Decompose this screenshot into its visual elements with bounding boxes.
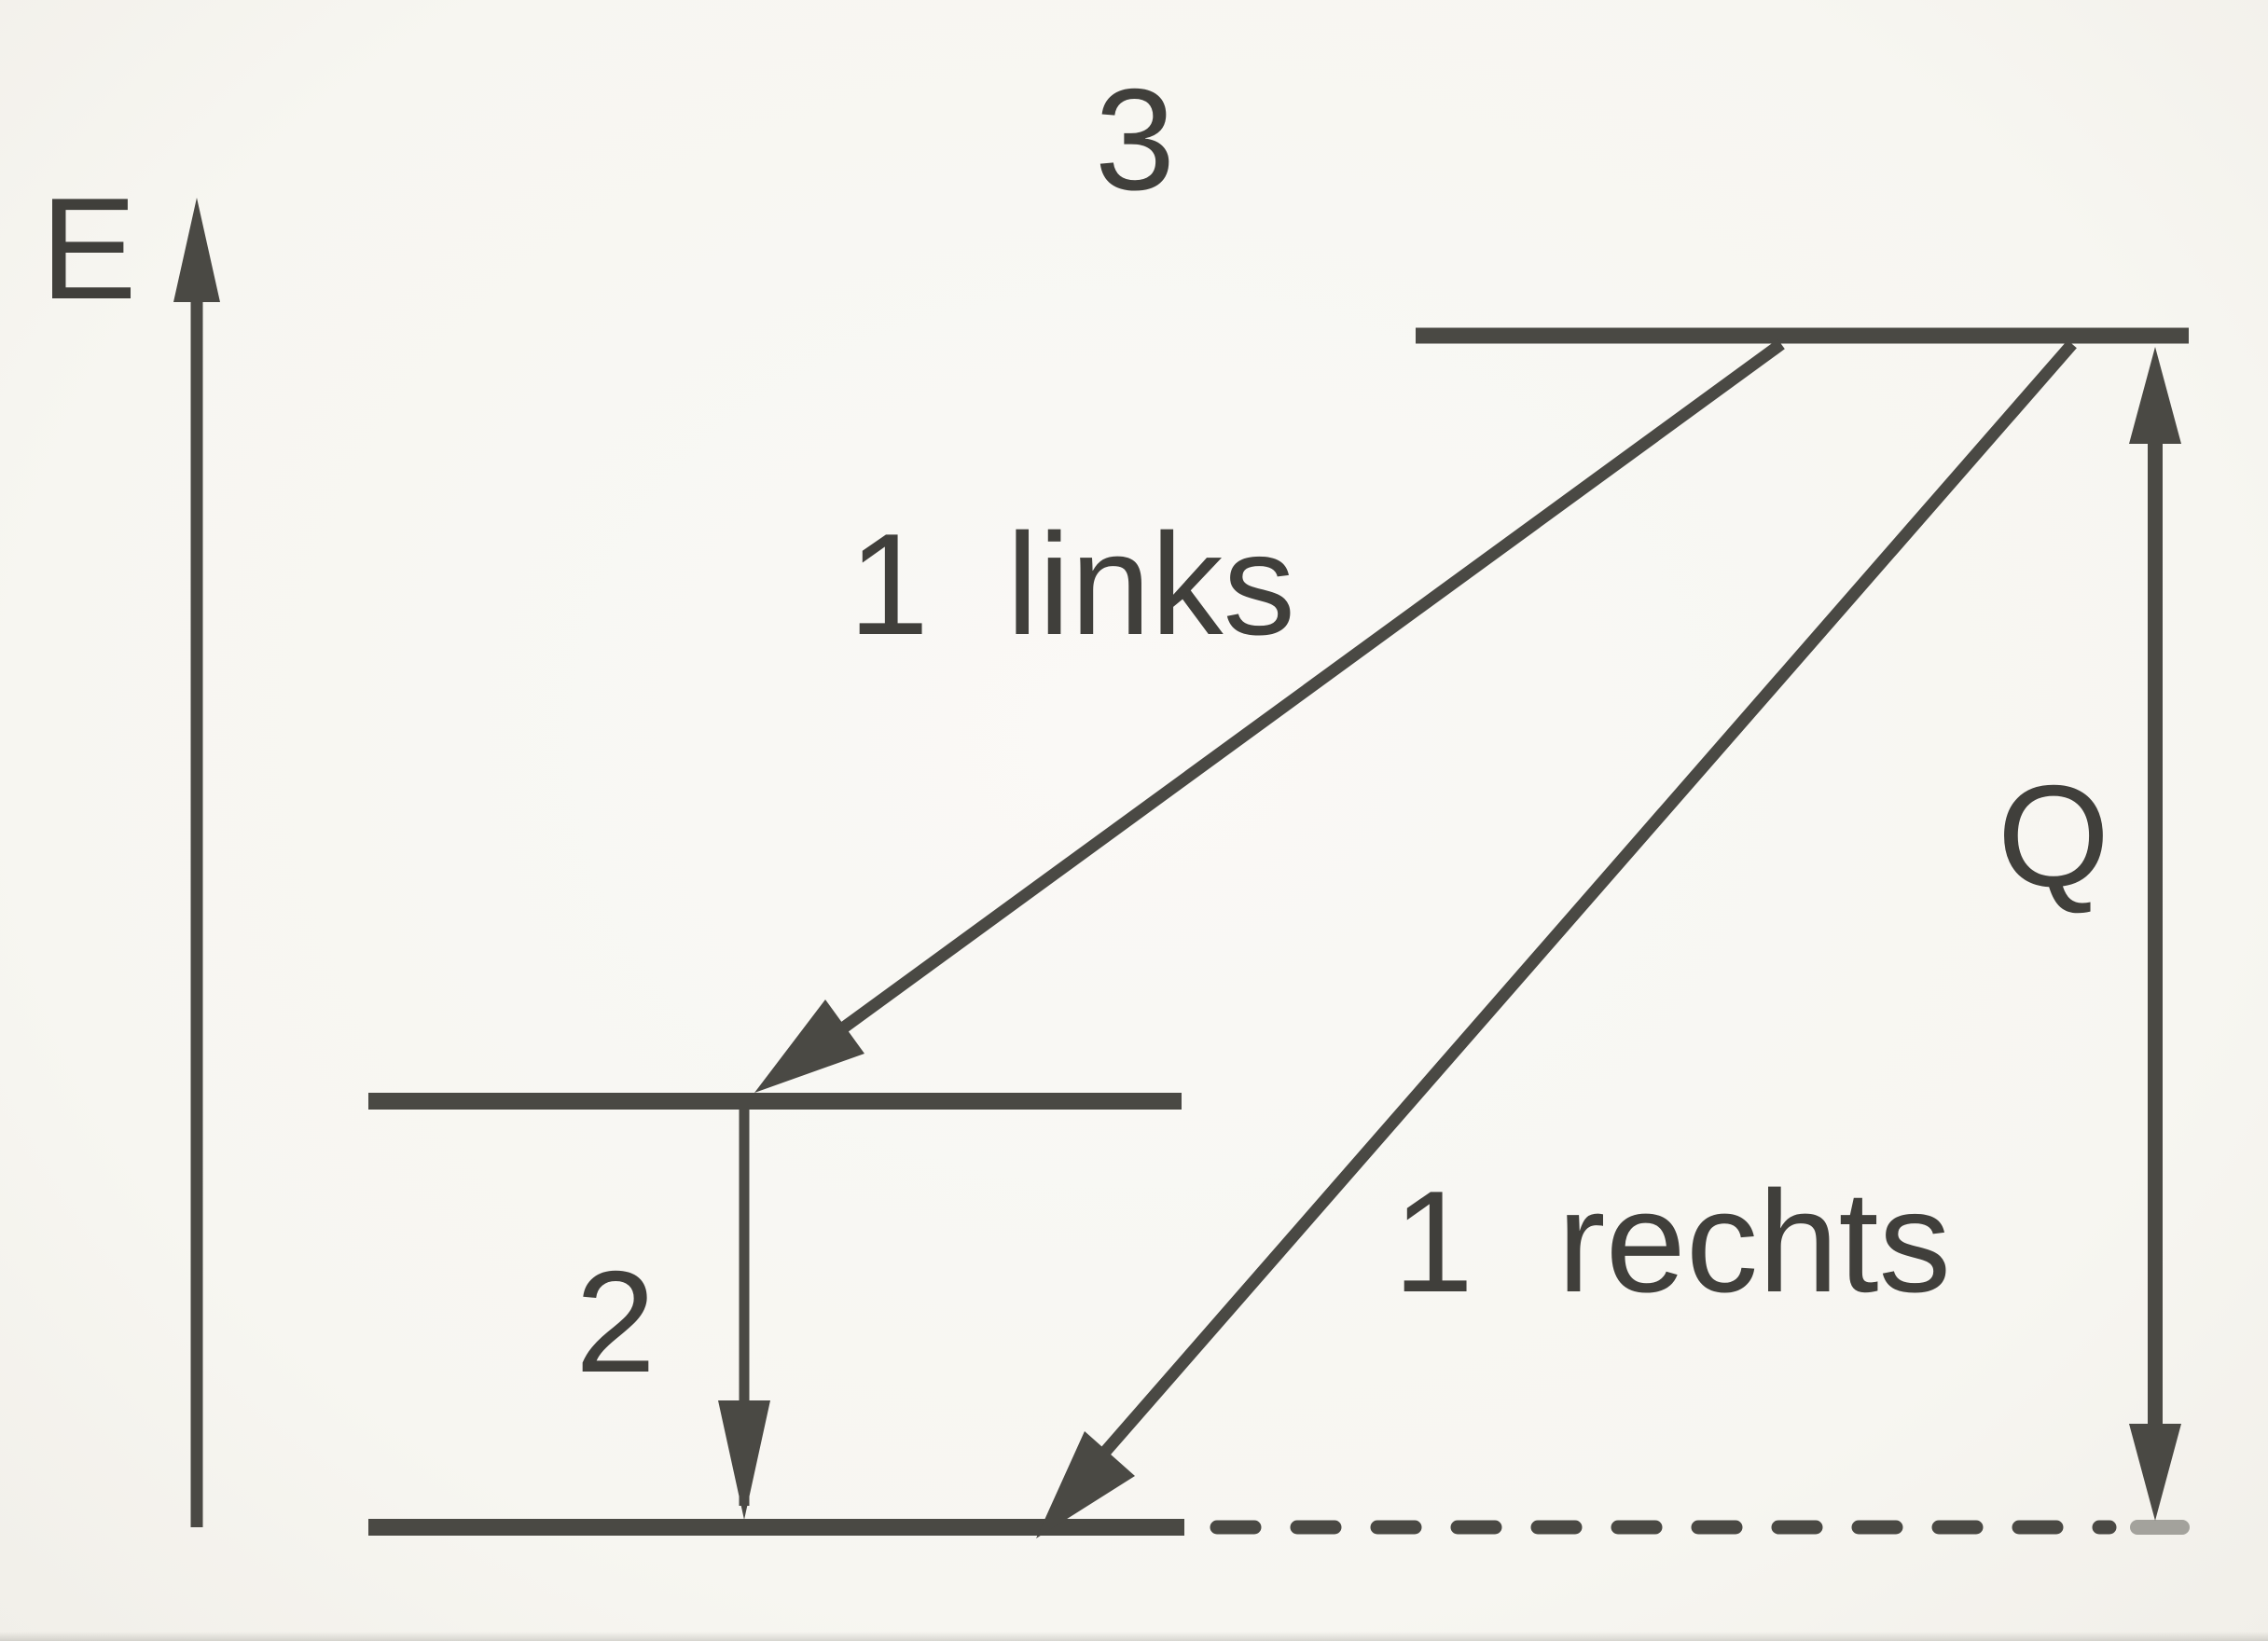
energy-axis <box>173 198 220 1527</box>
transition-1-links-shaft <box>834 338 1785 1038</box>
q-energy-double-arrow <box>2129 347 2181 1521</box>
transition-2-arrow <box>718 1110 770 1520</box>
transition-1-links-arrow <box>754 338 1785 1093</box>
transition-2-arrowhead <box>718 1400 770 1520</box>
transition-1-rechts-word: rechts <box>1557 1161 1951 1322</box>
transition-1-rechts-arrow <box>1036 339 2077 1538</box>
energy-axis-arrowhead <box>173 198 220 302</box>
transition-1-links-arrowhead <box>754 1000 864 1093</box>
transition-1-rechts-shaft <box>1101 339 2077 1455</box>
energy-axis-label: E <box>40 168 136 329</box>
q-arrow-top-head <box>2129 347 2181 444</box>
transition-1-links-word: links <box>1006 503 1295 665</box>
transition-2-label: 2 <box>575 1241 656 1402</box>
level-3-label: 3 <box>1095 59 1175 220</box>
scan-bottom-edge-shadow <box>0 1632 2268 1641</box>
transition-1-links-number: 1 <box>849 503 929 665</box>
q-arrow-bottom-head <box>2129 1424 2181 1521</box>
q-label: Q <box>1998 755 2110 917</box>
transition-1-rechts-number: 1 <box>1393 1161 1473 1322</box>
transition-1-rechts-arrowhead <box>1036 1431 1135 1538</box>
